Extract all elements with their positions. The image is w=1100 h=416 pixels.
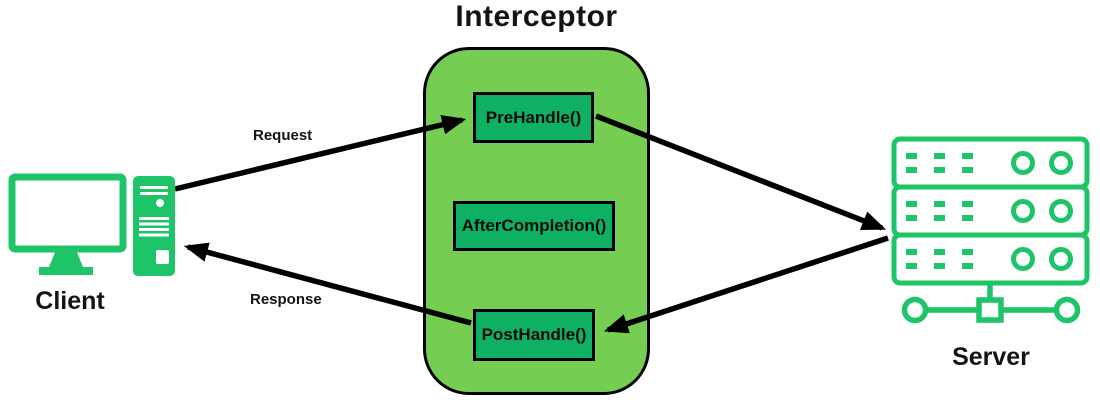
server-to-posthandle-arrow — [603, 235, 889, 334]
aftercompletion-box: AfterCompletion() — [453, 201, 615, 251]
diagram-title: Interceptor — [455, 0, 618, 33]
server-rack-icon — [891, 136, 1090, 286]
prehandle-box: PreHandle() — [473, 92, 594, 143]
client-icon — [8, 173, 175, 276]
network-nodes-icon — [901, 283, 1081, 324]
request-arrow — [174, 115, 467, 192]
server-icon — [891, 136, 1090, 324]
posthandle-box: PostHandle() — [473, 309, 595, 361]
monitor-icon — [8, 173, 127, 275]
client-label: Client — [35, 287, 105, 315]
response-label: Response — [250, 291, 322, 308]
request-label: Request — [253, 127, 313, 144]
server-label: Server — [952, 343, 1030, 371]
tower-icon — [133, 176, 175, 276]
